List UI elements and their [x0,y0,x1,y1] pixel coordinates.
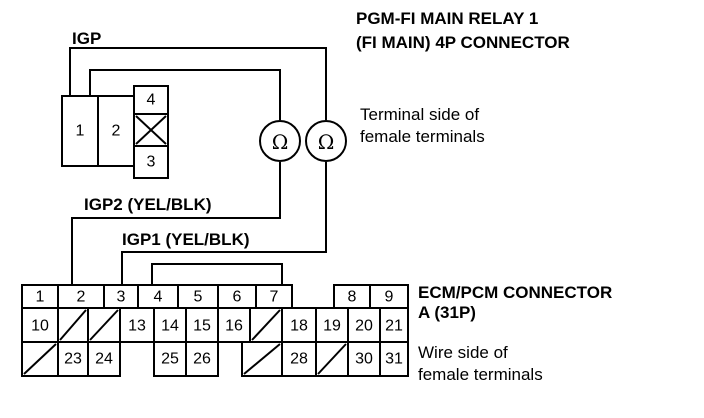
ecm-pin: 16 [225,318,243,335]
terminal-note-line1: Terminal side of [360,105,479,124]
igp2-wire [71,162,281,285]
relay-pin-1: 1 [76,123,85,140]
ecm-pin: 28 [290,351,308,368]
ohmmeter-left: Ω [259,120,301,162]
ecm-pin: 25 [161,351,179,368]
relay-connector: 1 2 4 3 [61,85,169,179]
ecm-pin: 14 [161,318,179,335]
ecm-title-line1: ECM/PCM CONNECTOR [418,283,612,302]
ecm-pin: 19 [323,318,341,335]
wires [69,47,327,285]
ecm-pin: 3 [117,289,126,306]
ecm-pin: 20 [355,318,373,335]
igp2-label: IGP2 (YEL/BLK) [84,195,212,214]
ecm-pin: 1 [36,289,45,306]
ecm-pin: 5 [194,289,203,306]
ecm-title-line2: A (31P) [418,303,476,322]
wire-note-line1: Wire side of [418,343,508,362]
ohm-symbol-right: Ω [318,130,335,154]
ecm-pin: 6 [233,289,242,306]
ecm-pin: 24 [95,351,113,368]
ecm-pin: 10 [31,318,49,335]
ecm-pin: 18 [290,318,308,335]
ecm-pin: 2 [77,289,86,306]
ecm-row3: 23 24 25 26 28 30 31 [64,351,403,368]
igp-wire-inner [89,69,281,120]
wire-note-line2: female terminals [418,365,543,384]
ecm-pin: 21 [385,318,403,335]
igp-label: IGP [72,29,101,48]
igp1-wire [121,162,327,285]
ecm-pin: 7 [270,289,279,306]
relay-blank-cross-b [135,115,167,145]
ecm-pin: 30 [355,351,373,368]
ecm-pin: 13 [128,318,146,335]
ecm-pin: 15 [193,318,211,335]
ecm-row1: 1 2 3 4 5 6 7 8 9 [36,289,394,306]
ecm-lock-tab [151,263,283,286]
ecm-pin: 31 [385,351,403,368]
relay-title-line2: (FI MAIN) 4P CONNECTOR [356,33,570,52]
ecm-pin: 9 [385,289,394,306]
ecm-pin: 26 [193,351,211,368]
relay-pin-3: 3 [147,154,156,171]
ecm-pin: 23 [64,351,82,368]
ecm-connector [21,263,409,377]
igp-wire-top [69,47,327,120]
relay-pin-4: 4 [147,92,156,109]
terminal-note-line2: female terminals [360,127,485,146]
ohmmeter-right: Ω [305,120,347,162]
ecm-row2: 10 13 14 15 16 18 19 20 21 [31,318,403,335]
relay-pin-2: 2 [112,123,121,140]
ecm-pin: 8 [348,289,357,306]
relay-title-line1: PGM-FI MAIN RELAY 1 [356,9,538,28]
ecm-pin: 4 [154,289,163,306]
ohm-symbol-left: Ω [272,130,289,154]
igp1-label: IGP1 (YEL/BLK) [122,230,250,249]
